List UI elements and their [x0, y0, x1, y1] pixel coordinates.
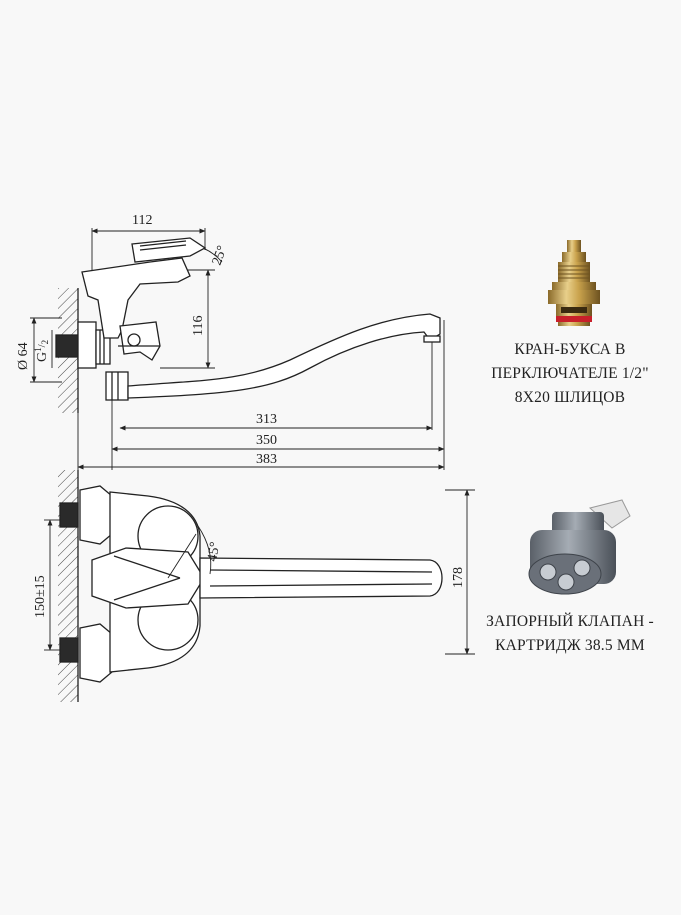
spout-side [127, 313, 441, 399]
valve-caption-line3: 8Х20 ШЛИЦОВ [514, 389, 626, 406]
cartridge-caption: ЗАПОРНЫЙ КЛАПАН - КАРТРИДЖ 38.5 ММ [470, 610, 670, 658]
spout-top [199, 557, 443, 599]
dim-45-label: 45° [205, 541, 223, 563]
dim-150-label: 150±15 [33, 575, 48, 618]
valve-caption: КРАН-БУКСА В ПЕРКЛЮЧАТЕЛЕ 1/2" 8Х20 ШЛИЦ… [485, 338, 655, 410]
inlet-fitting [55, 334, 81, 358]
dim-178-label: 178 [451, 567, 466, 588]
valve-caption-line1: КРАН-БУКСА В [514, 341, 626, 358]
mixer-lever-side [131, 237, 207, 263]
valve-caption-line2: ПЕРКЛЮЧАТЕЛЕ 1/2" [491, 365, 649, 382]
mixer-body-side [81, 257, 191, 339]
spout-base-side [105, 371, 129, 401]
cartridge-caption-line2: КАРТРИДЖ 38.5 ММ [495, 637, 645, 654]
mixer-lever-top [91, 547, 205, 609]
dim-25-label: 25° [210, 244, 231, 268]
dim-116-label: 116 [191, 316, 206, 336]
angle-arc-45 [197, 525, 212, 575]
top-view [44, 470, 475, 702]
aerator-side [423, 335, 441, 343]
dim-383-label: 383 [256, 452, 277, 467]
dim-313-label: 313 [256, 412, 277, 427]
dim-112-label: 112 [132, 213, 152, 228]
dim-350-label: 350 [256, 433, 277, 448]
dim-d64-label: Ø 64 [16, 342, 31, 370]
cartridge-caption-line1: ЗАПОРНЫЙ КЛАПАН - [486, 613, 654, 630]
dim-thread-label: G1/2 [33, 340, 50, 362]
side-view [30, 228, 445, 470]
valve-cartridge-image [548, 240, 600, 326]
ceramic-cartridge-image [528, 499, 631, 595]
